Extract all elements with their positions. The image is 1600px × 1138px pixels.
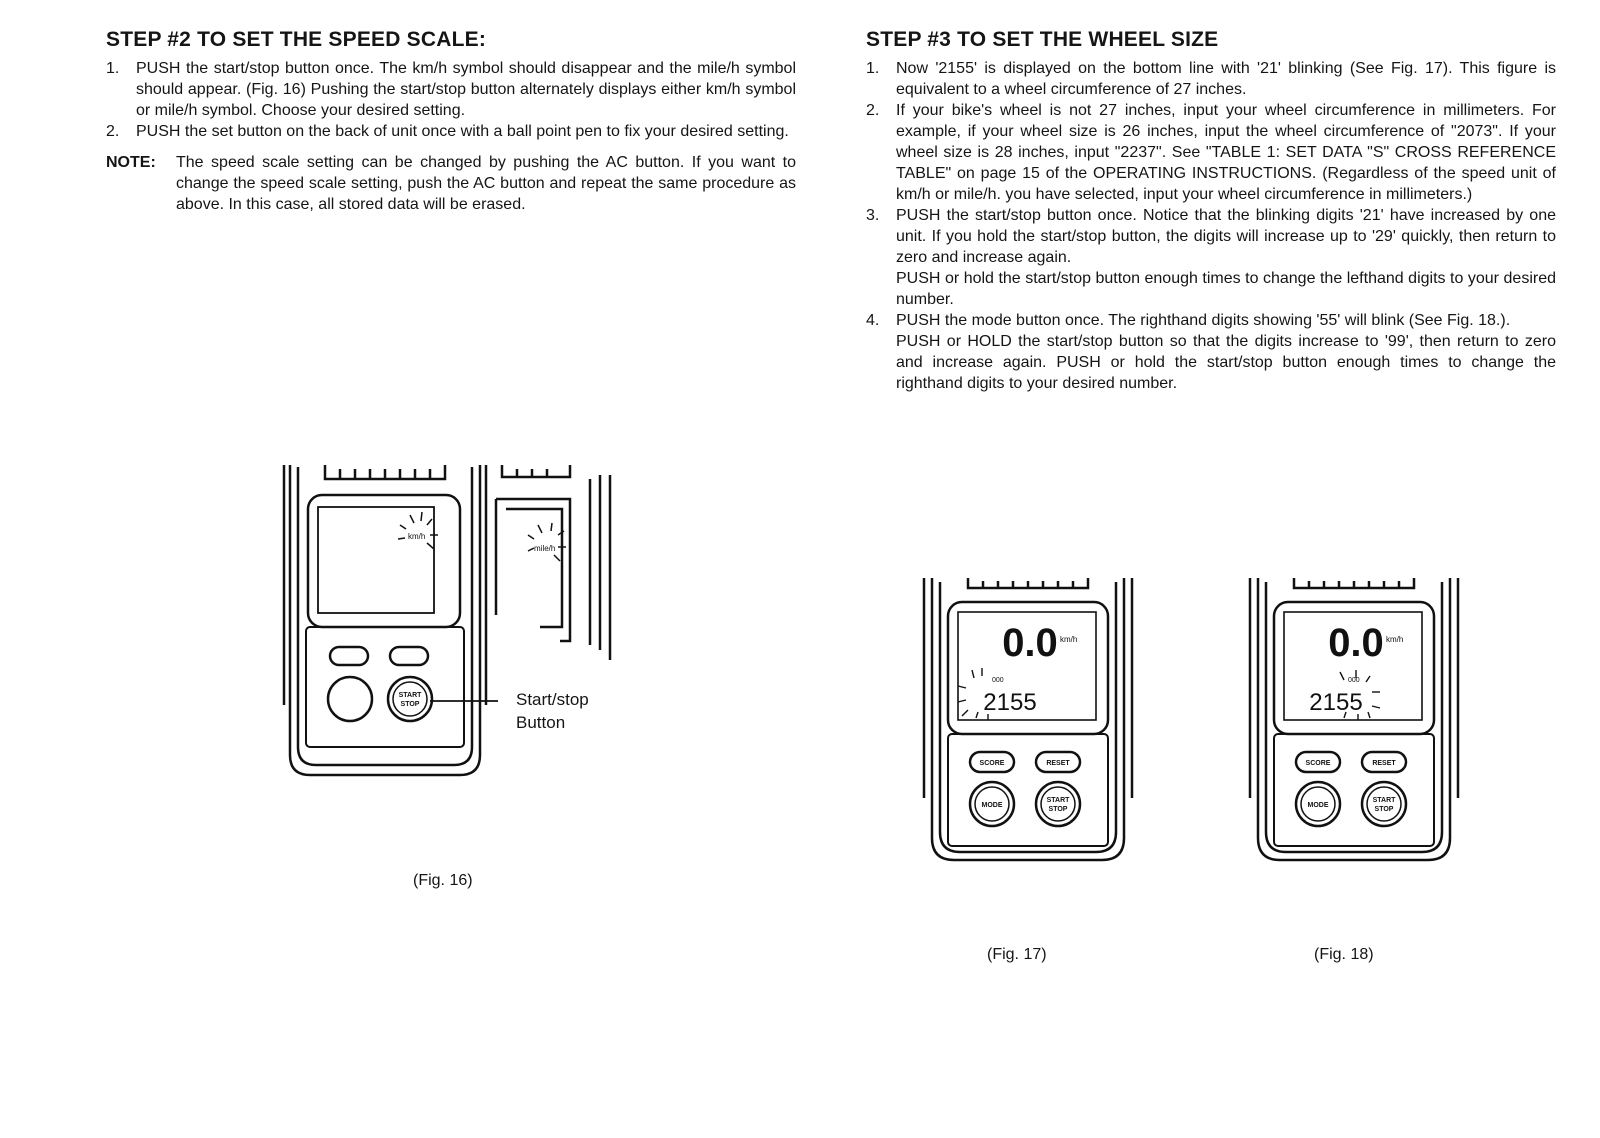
unit-kmh: km/h [1060,635,1077,644]
reset-button [1034,750,1082,774]
list-item: 2. PUSH the set button on the back of un… [106,121,796,142]
item-text: PUSH the set button on the back of unit … [136,123,789,140]
item-text: PUSH the mode button once. The righthand… [896,312,1511,329]
fig-17-illustration: 0.0 km/h 000 2155 SCORE RESET MODE START… [922,578,1134,862]
step-3-section: STEP #3 TO SET THE WHEEL SIZE 1. Now '21… [866,28,1556,394]
mode-button [968,780,1016,828]
item-extra-text: PUSH or HOLD the start/stop button so th… [896,333,1556,392]
list-item: 4. PUSH the mode button once. The righth… [866,310,1556,394]
note-text: The speed scale setting can be changed b… [176,154,796,213]
blink-rays-icon [957,668,989,720]
round-button-left [326,675,374,723]
wheel-digits: 2155 [983,689,1036,716]
device-body [288,465,482,777]
unit-mileh: mile/h [534,544,555,553]
device-body [1256,578,1452,862]
step-2-section: STEP #2 TO SET THE SPEED SCALE: 1. PUSH … [106,28,796,215]
step-3-heading: STEP #3 TO SET THE WHEEL SIZE [866,28,1219,51]
inset-frame [494,475,612,660]
callout-line-2: Button [516,713,566,732]
item-number: 1. [106,60,120,77]
start-stop-button [1360,780,1408,828]
step-2-list: 1. PUSH the start/stop button once. The … [106,58,796,142]
mode-button [1294,780,1342,828]
score-label: SCORE [980,760,1005,767]
fig-16-caption: (Fig. 16) [413,872,473,889]
start-label: START [1047,797,1071,804]
start-stop-callout: Start/stop Button [516,688,589,734]
reset-label: RESET [1046,760,1070,767]
item-extra-text: PUSH or hold the start/stop button enoug… [896,270,1556,308]
stop-label: STOP [1375,806,1394,813]
oval-button-right [388,645,430,667]
reset-label: RESET [1372,760,1396,767]
score-label: SCORE [1306,760,1331,767]
unit-kmh: km/h [1386,635,1403,644]
unit-kmh: km/h [408,532,425,541]
start-label: START [1373,797,1397,804]
fig-18-caption: (Fig. 18) [1314,946,1374,963]
lcd-screen [957,611,1097,721]
note-block: NOTE: The speed scale setting can be cha… [106,152,796,215]
top-ridges [966,578,1090,590]
lcd-frame [306,493,462,629]
reset-button [1360,750,1408,774]
start-label: START [399,692,423,699]
score-button [1294,750,1342,774]
item-number: 3. [866,207,880,224]
wheel-digits: 2155 [1309,689,1362,716]
fig-16-illustration: km/h mile/h START STOP [282,465,612,777]
device-body [930,578,1126,862]
speed-readout: 0.0 [1328,621,1384,665]
note-label: NOTE: [106,154,156,171]
mode-label: MODE [982,802,1003,809]
oval-button-left [328,645,370,667]
button-panel [1273,733,1435,847]
button-panel [947,733,1109,847]
top-ridges [1292,578,1416,590]
item-number: 4. [866,312,880,329]
small-digits: 000 [1348,677,1360,684]
list-item: 1. PUSH the start/stop button once. The … [106,58,796,121]
stop-label: STOP [1049,806,1068,813]
lcd-screen [317,506,435,614]
blink-rays-inset-icon [527,522,566,562]
step-2-heading: STEP #2 TO SET THE SPEED SCALE: [106,28,487,51]
item-number: 2. [866,102,880,119]
item-number: 1. [866,60,880,77]
list-item: 3. PUSH the start/stop button once. Noti… [866,205,1556,310]
mode-label: MODE [1308,802,1329,809]
top-ridges [323,465,447,481]
item-number: 2. [106,123,120,140]
inset-ridges [500,465,572,479]
item-text: Now '2155' is displayed on the bottom li… [896,60,1556,98]
blink-rays-icon [397,511,438,550]
fig-17-caption: (Fig. 17) [987,946,1047,963]
stop-label: STOP [401,701,420,708]
start-stop-button [386,675,434,723]
callout-line-1: Start/stop [516,690,589,709]
item-text: If your bike's wheel is not 27 inches, i… [896,102,1556,203]
step-3-list: 1. Now '2155' is displayed on the bottom… [866,58,1556,394]
fig-18-illustration: 0.0 km/h 000 2155 SCORE RESET MODE START… [1248,578,1460,862]
small-digits: 000 [992,677,1004,684]
item-text: PUSH the start/stop button once. Notice … [896,207,1556,266]
blink-rays-icon [1339,670,1381,720]
lcd-screen [1283,611,1423,721]
speed-readout: 0.0 [1002,621,1058,665]
start-stop-button [1034,780,1082,828]
list-item: 2. If your bike's wheel is not 27 inches… [866,100,1556,205]
score-button [968,750,1016,774]
list-item: 1. Now '2155' is displayed on the bottom… [866,58,1556,100]
item-text: PUSH the start/stop button once. The km/… [136,60,796,119]
button-panel [305,626,465,748]
